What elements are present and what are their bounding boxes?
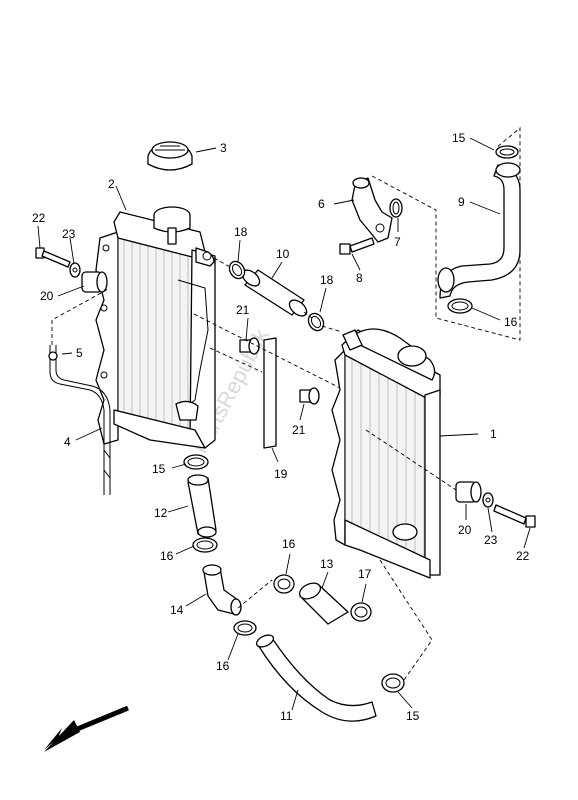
callout-9: 9 [458, 195, 465, 209]
clamp-15-bottom[interactable] [381, 673, 405, 693]
clamp-16-lower-left[interactable] [233, 620, 257, 636]
callout-6: 6 [318, 197, 325, 211]
callout-23b: 23 [484, 533, 498, 547]
callout-4: 4 [64, 435, 71, 449]
leader-lines [37, 137, 531, 711]
radiator-cap[interactable] [147, 141, 193, 171]
clamp-15-top[interactable] [495, 145, 519, 159]
callout-16c: 16 [282, 537, 296, 551]
callout-22a: 22 [32, 211, 46, 225]
callout-11: 11 [280, 709, 293, 723]
washer-23-right[interactable] [482, 492, 494, 508]
callout-5: 5 [76, 346, 83, 360]
callout-18b: 18 [320, 273, 334, 287]
clamp-16-left[interactable] [192, 537, 218, 553]
front-direction-arrow-icon [44, 705, 129, 752]
bolt-8[interactable] [339, 237, 375, 255]
callout-22b: 22 [516, 549, 530, 563]
callout-16b: 16 [160, 549, 174, 563]
callout-23a: 23 [62, 227, 76, 241]
bolt-22-right[interactable] [493, 504, 536, 528]
callout-21b: 21 [292, 423, 306, 437]
callout-16d: 16 [216, 659, 230, 673]
hose-11[interactable] [255, 633, 377, 722]
callout-15c: 15 [406, 709, 420, 723]
hose-12[interactable] [187, 474, 217, 538]
callouts: 1 2 3 4 5 6 7 8 9 10 11 12 13 14 15 15 1… [32, 131, 530, 723]
callout-8: 8 [356, 271, 363, 285]
callout-16a: 16 [504, 315, 518, 329]
o-ring-7[interactable] [389, 198, 403, 218]
callout-17: 17 [358, 567, 372, 581]
damper-20-left[interactable] [81, 271, 108, 293]
clamp-16-middle[interactable] [273, 574, 295, 594]
callout-3: 3 [220, 141, 227, 155]
clamp-16-right[interactable] [447, 298, 473, 314]
grommet-21-right[interactable] [299, 387, 320, 405]
grommet-21-left[interactable] [239, 337, 260, 355]
hose-13[interactable] [297, 580, 349, 625]
clamp-18-lower[interactable] [305, 311, 326, 334]
callout-18a: 18 [234, 225, 248, 239]
callout-2: 2 [108, 177, 115, 191]
elbow-14[interactable] [202, 564, 242, 616]
callout-10: 10 [276, 247, 290, 261]
clamp-18-upper[interactable] [226, 259, 247, 282]
clamp-17[interactable] [350, 602, 372, 622]
callout-20a: 20 [40, 289, 54, 303]
joint-6[interactable] [351, 177, 393, 243]
callout-1: 1 [490, 427, 497, 441]
clip-5[interactable] [48, 351, 58, 361]
callout-14: 14 [170, 603, 184, 617]
assembly-lines [51, 127, 521, 681]
callout-12: 12 [154, 506, 168, 520]
strip-19[interactable] [263, 337, 277, 449]
callout-21a: 21 [236, 303, 250, 317]
left-radiator[interactable] [95, 206, 216, 449]
callout-19: 19 [274, 467, 288, 481]
clamp-15-left[interactable] [183, 454, 209, 470]
callout-15a: 15 [452, 131, 466, 145]
washer-23-left[interactable] [69, 262, 81, 278]
callout-20b: 20 [458, 523, 472, 537]
damper-20-right[interactable] [455, 481, 482, 503]
breather-hose-4[interactable] [49, 345, 111, 495]
hose-9[interactable] [437, 162, 521, 299]
callout-7: 7 [394, 235, 401, 249]
right-radiator[interactable] [331, 328, 441, 579]
bolt-22-left[interactable] [35, 247, 71, 268]
callout-13: 13 [320, 557, 334, 571]
callout-15b: 15 [152, 462, 166, 476]
